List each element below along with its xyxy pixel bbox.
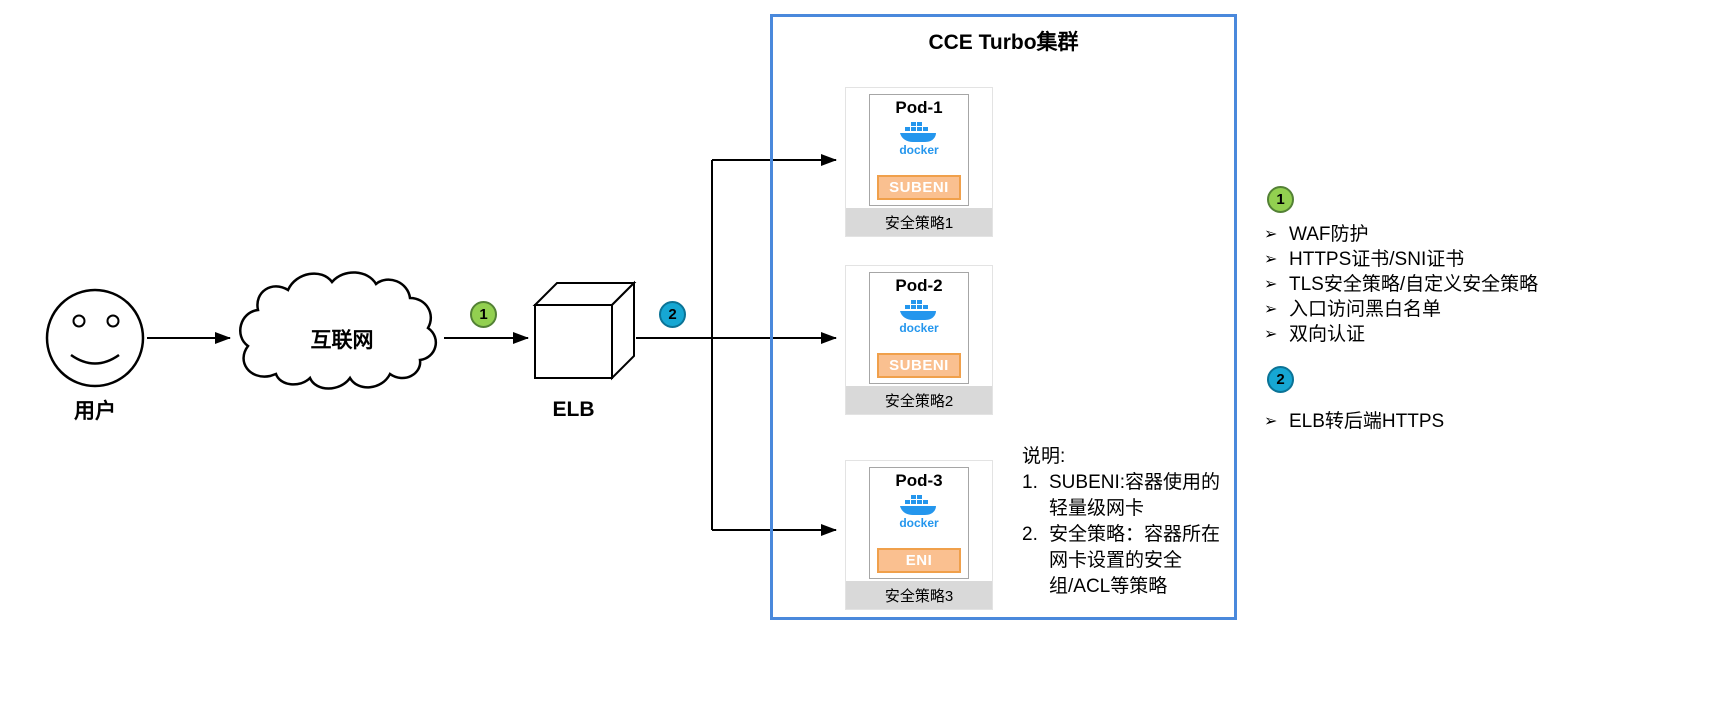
legend-step2-badge: 2 — [1267, 366, 1294, 393]
cce-turbo-cluster-box — [770, 14, 1237, 620]
pod-card-1: Pod-1 docker SUBENI 安全策略1 — [845, 87, 993, 237]
legend-item: ➢ WAF防护 — [1264, 224, 1369, 245]
internet-cloud-shape — [239, 271, 438, 390]
pod-2-inner: Pod-2 docker SUBENI — [869, 272, 969, 384]
note-item-2: 2. 安全策略：容器所在网卡设置的安全组/ACL等策略 — [1022, 524, 1221, 597]
step1-flow-badge: 1 — [470, 301, 497, 328]
pod-3-nic-badge: ENI — [877, 548, 961, 573]
pod-3-inner: Pod-3 docker ENI — [869, 467, 969, 579]
legend-item: ➢ HTTPS证书/SNI证书 — [1264, 249, 1465, 270]
pod-card-3: Pod-3 docker ENI 安全策略3 — [845, 460, 993, 610]
pod-1-inner: Pod-1 docker SUBENI — [869, 94, 969, 206]
docker-icon — [900, 300, 936, 320]
arrow-bullet-icon: ➢ — [1264, 326, 1278, 343]
elb-label: ELB — [552, 398, 595, 421]
pod-card-2: Pod-2 docker SUBENI 安全策略2 — [845, 265, 993, 415]
step2-flow-badge: 2 — [659, 301, 686, 328]
docker-wordmark: docker — [899, 516, 939, 530]
user-label: 用户 — [74, 400, 116, 423]
pod-1-nic-badge: SUBENI — [877, 175, 961, 200]
pod-2-nic-badge: SUBENI — [877, 353, 961, 378]
internet-label: 互联网 — [310, 329, 374, 352]
pod-3-policy-strip: 安全策略3 — [846, 581, 992, 609]
docker-wordmark: docker — [899, 143, 939, 157]
legend-group-1: 1 ➢ WAF防护 ➢ HTTPS证书/SNI证书 ➢ TLS安全策略/自定义安… — [1264, 186, 1538, 347]
docker-icon — [900, 122, 936, 142]
docker-wordmark: docker — [899, 321, 939, 335]
user-face-icon — [45, 288, 145, 388]
arrow-bullet-icon: ➢ — [1264, 226, 1278, 243]
legend-item: ➢ TLS安全策略/自定义安全策略 — [1264, 274, 1539, 295]
note-item-1: 1. SUBENI:容器使用的轻量级网卡 — [1022, 472, 1221, 519]
arrow-bullet-icon: ➢ — [1264, 413, 1278, 430]
docker-icon — [900, 495, 936, 515]
pod-2-title: Pod-2 — [895, 276, 943, 295]
legend-step1-badge: 1 — [1267, 186, 1294, 213]
pod-1-policy-strip: 安全策略1 — [846, 208, 992, 236]
legend-item: ➢ 双向认证 — [1264, 324, 1366, 345]
notes-title: 说明: — [1022, 446, 1066, 467]
notes-block: 说明: 1. SUBENI:容器使用的轻量级网卡 2. 安全策略：容器所在网卡设… — [1022, 444, 1236, 600]
pod-3-title: Pod-3 — [895, 471, 943, 490]
legend-item: ➢ 入口访问黑白名单 — [1264, 299, 1442, 320]
arrow-bullet-icon: ➢ — [1264, 251, 1278, 268]
legend-group-2: 2 ➢ ELB转后端HTTPS — [1264, 366, 1444, 434]
cluster-title: CCE Turbo集群 — [928, 31, 1079, 54]
arrow-bullet-icon: ➢ — [1264, 301, 1278, 318]
legend-item: ➢ ELB转后端HTTPS — [1264, 411, 1445, 432]
arrow-bullet-icon: ➢ — [1264, 276, 1278, 293]
pod-2-policy-strip: 安全策略2 — [846, 386, 992, 414]
elb-cube-shape — [532, 280, 637, 381]
pod-1-title: Pod-1 — [895, 98, 943, 117]
